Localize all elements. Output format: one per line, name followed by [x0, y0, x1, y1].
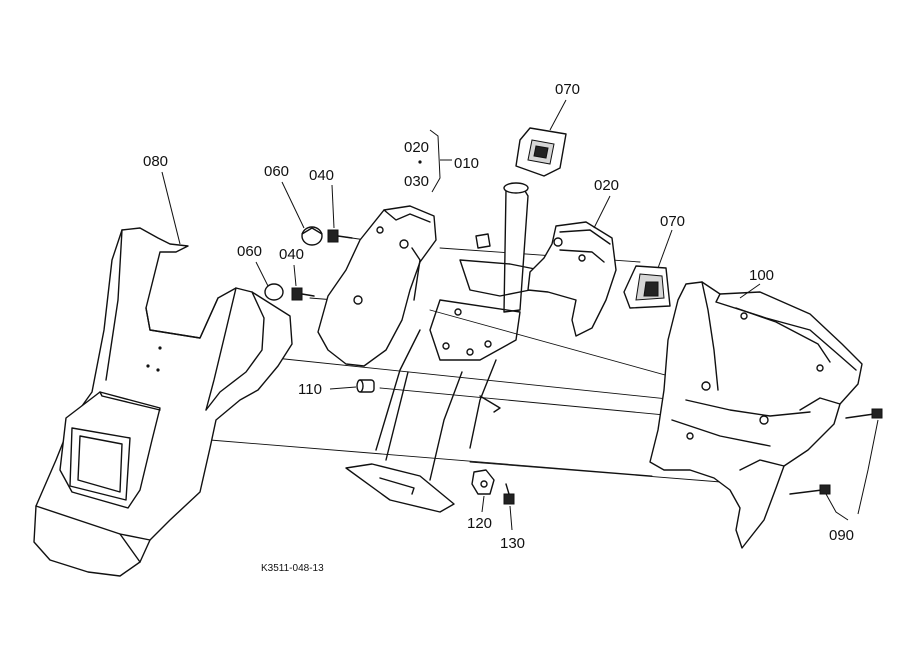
- column-cover-part-030: [317, 205, 437, 367]
- switch-070-lower: [623, 229, 673, 309]
- switch-070-upper: [515, 99, 567, 177]
- drawing-code: K3511-048-13: [261, 563, 324, 574]
- callout-labels: 070 020 010 030 020 060 040 060 040 080 …: [143, 81, 854, 574]
- screw-040-lower: [291, 264, 315, 301]
- callout-120: 120: [467, 515, 492, 532]
- callout-130: 130: [500, 535, 525, 552]
- callout-060-lower: 060: [237, 243, 262, 260]
- callout-070-lower: 070: [660, 213, 685, 230]
- callout-100: 100: [749, 267, 774, 284]
- callout-bracket-010: [418, 129, 452, 193]
- callout-040-lower: 040: [279, 246, 304, 263]
- column-cover-part-020: [527, 195, 617, 337]
- screw-130: [503, 483, 515, 531]
- callout-070-upper: 070: [555, 81, 580, 98]
- callout-010: 010: [454, 155, 479, 172]
- callout-030: 030: [404, 173, 429, 190]
- front-cover-part-080: [33, 171, 293, 577]
- cap-060-lower: [255, 261, 284, 301]
- callout-020-group: 020: [404, 139, 429, 156]
- clip-120: [471, 469, 495, 513]
- cap-060-upper: [281, 181, 323, 246]
- screw-040-upper: [327, 184, 353, 243]
- callout-020: 020: [594, 177, 619, 194]
- bushing-110: [356, 379, 375, 393]
- callout-040-upper: 040: [309, 167, 334, 184]
- dash-panel-part-100: [649, 281, 863, 549]
- callout-110: 110: [298, 381, 322, 398]
- callout-060-upper: 060: [264, 163, 289, 180]
- callout-080: 080: [143, 153, 168, 170]
- callout-090: 090: [829, 527, 854, 544]
- bolts-090: [789, 408, 883, 521]
- steering-column-frame: [345, 182, 541, 513]
